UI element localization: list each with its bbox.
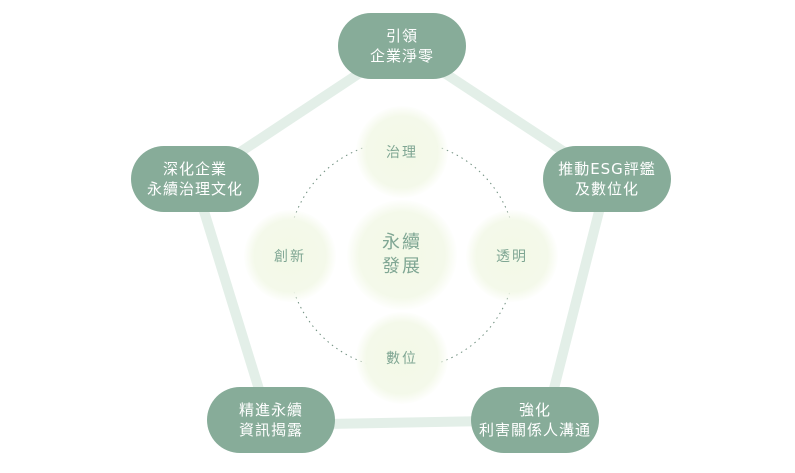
inner-node-innovation: 創新 bbox=[244, 210, 336, 302]
center-line-2: 發展 bbox=[382, 256, 422, 277]
node-line-1: 深化企業 bbox=[162, 160, 227, 178]
inner-node-label: 透明 bbox=[496, 249, 528, 265]
outer-node-esg-digital: 推動ESG評鑑 及數位化 bbox=[543, 146, 671, 212]
node-line-1: 引領 bbox=[385, 27, 418, 45]
node-line-2: 永續治理文化 bbox=[146, 180, 243, 198]
node-line-1: 推動ESG評鑑 bbox=[558, 160, 656, 178]
inner-node-label: 創新 bbox=[274, 249, 306, 265]
inner-node-governance: 治理 bbox=[356, 106, 448, 198]
outer-node-net-zero: 引領 企業淨零 bbox=[338, 13, 466, 79]
node-line-2: 及數位化 bbox=[574, 180, 639, 198]
center-node: 永續 發展 bbox=[347, 200, 457, 310]
outer-node-stakeholder: 強化 利害關係人溝通 bbox=[471, 387, 599, 453]
node-line-1: 精進永續 bbox=[238, 401, 303, 419]
node-line-2: 利害關係人溝通 bbox=[478, 421, 591, 439]
inner-node-label: 治理 bbox=[386, 145, 418, 161]
node-line-2: 企業淨零 bbox=[369, 47, 434, 65]
outer-node-disclosure: 精進永續 資訊揭露 bbox=[207, 387, 335, 453]
inner-node-digital: 數位 bbox=[356, 312, 448, 404]
inner-node-label: 數位 bbox=[386, 351, 418, 367]
center-line-1: 永續 bbox=[382, 232, 422, 253]
node-line-2: 資訊揭露 bbox=[238, 421, 303, 439]
node-line-1: 強化 bbox=[518, 401, 551, 419]
inner-node-transparency: 透明 bbox=[466, 210, 558, 302]
outer-node-governance-culture: 深化企業 永續治理文化 bbox=[131, 146, 259, 212]
